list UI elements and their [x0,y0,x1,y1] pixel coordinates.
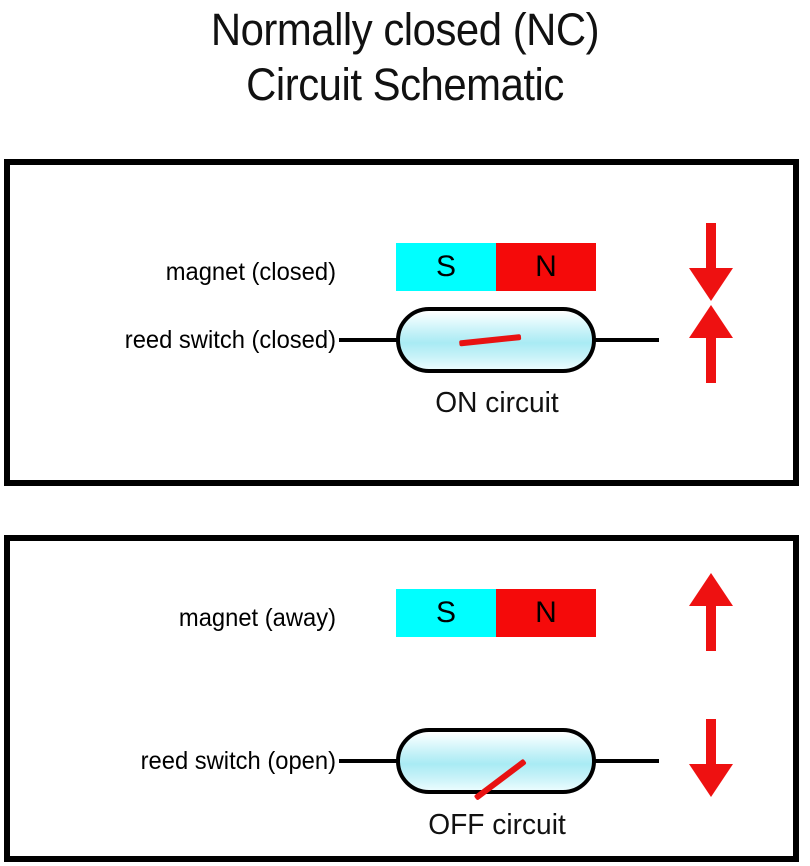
reed-switch-label-off: reed switch (open) [140,747,336,775]
reed-switch-label-on: reed switch (closed) [124,326,336,354]
title-line-1: Normally closed (NC) [210,4,600,55]
circuit-caption-off: OFF circuit [428,809,566,841]
circuit-wire-right-off [535,759,659,763]
arrow-up-icon-off [689,573,733,651]
reed-capsule-off [396,728,596,794]
reed-switch-off [339,728,659,801]
magnet-north-pole-off: N [496,589,596,637]
magnet-block-on: S N [396,243,596,291]
arrow-down-icon-off [689,719,733,797]
magnet-label-off: magnet (away) [178,604,336,632]
panel-off-circuit: magnet (away) S N reed switch (open) OFF… [4,535,799,862]
page-title: Normally closed (NC) Circuit Schematic [0,0,810,112]
magnet-south-pole-on: S [396,243,496,291]
magnet-block-off: S N [396,589,596,637]
reed-switch-on [339,307,659,373]
magnet-label-on: magnet (closed) [165,258,336,286]
title-line-2: Circuit Schematic [246,59,564,110]
arrow-up-icon-on [689,305,733,383]
arrow-down-icon-on [689,223,733,301]
panel-on-circuit: magnet (closed) S N reed switch (closed)… [4,159,799,486]
magnet-south-pole-off: S [396,589,496,637]
magnet-north-pole-on: N [496,243,596,291]
circuit-caption-on: ON circuit [435,387,559,419]
